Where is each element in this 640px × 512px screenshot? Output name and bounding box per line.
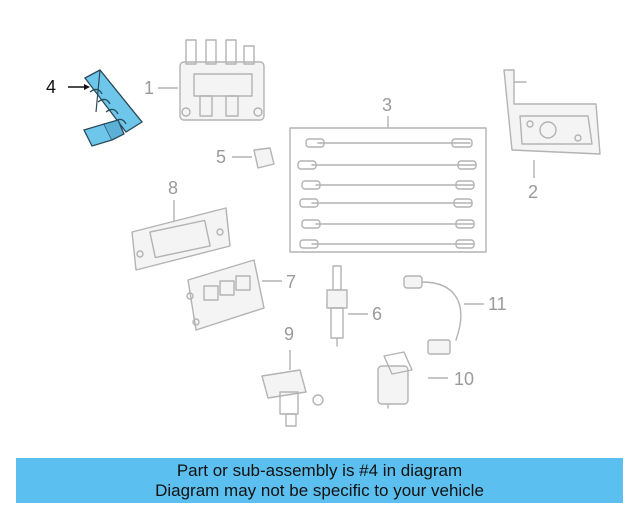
- part-3-spark-plug-wire-set[interactable]: [289, 127, 487, 253]
- callout-7: 7: [286, 272, 296, 292]
- part-7-control-module[interactable]: [186, 259, 265, 331]
- part-9-position-sensor[interactable]: [261, 369, 324, 427]
- callout-5: 5: [216, 147, 226, 167]
- info-banner: Part or sub-assembly is #4 in diagram Di…: [16, 458, 623, 503]
- part-6-spark-plug[interactable]: [326, 265, 348, 347]
- part-5-boot[interactable]: [253, 147, 275, 169]
- callout-6: 6: [372, 304, 382, 324]
- callout-1: 1: [144, 78, 154, 98]
- callout-11: 11: [488, 294, 507, 314]
- callout-9: 9: [284, 324, 294, 344]
- arrow-4: [84, 84, 90, 90]
- callout-2: 2: [528, 182, 538, 202]
- part-8-module-bracket[interactable]: [131, 207, 231, 271]
- part-10-sensor[interactable]: [377, 351, 413, 409]
- callout-10: 10: [454, 369, 474, 389]
- part-1-coil-pack[interactable]: [179, 39, 265, 121]
- part-4-ignition-coil-bracket[interactable]: [83, 69, 143, 147]
- part-11-sensor[interactable]: [403, 275, 462, 355]
- callout-3: 3: [382, 95, 392, 115]
- callout-4: 4: [46, 77, 56, 97]
- banner-line-1: Part or sub-assembly is #4 in diagram: [176, 461, 463, 480]
- part-2-bracket[interactable]: [503, 69, 601, 155]
- banner-line-2: Diagram may not be specific to your vehi…: [155, 481, 484, 500]
- callout-8: 8: [168, 178, 178, 198]
- parts-diagram: 4 1 3: [46, 39, 601, 427]
